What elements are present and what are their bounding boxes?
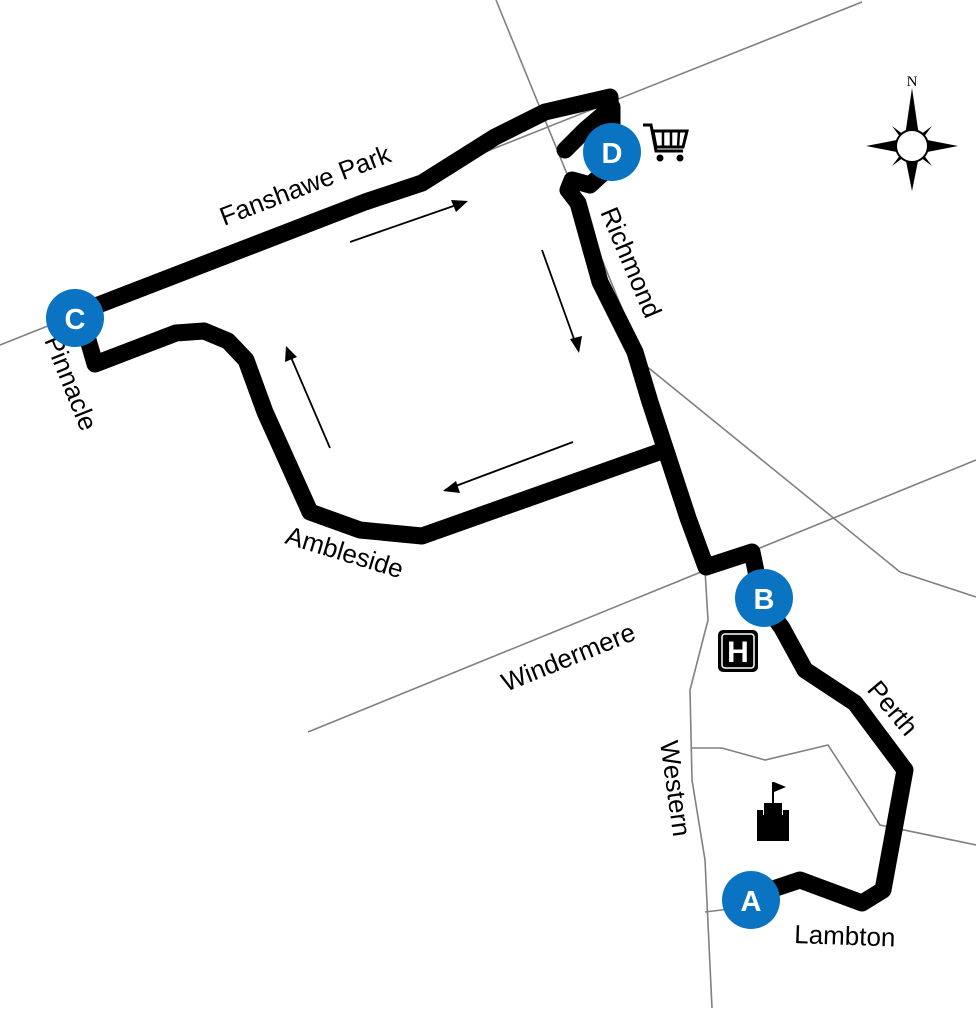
stop-b-circle [735,569,793,627]
castle-flag-icon [757,782,789,841]
stop-c[interactable]: C [46,289,104,347]
stop-a-circle [722,871,780,929]
stop-b-label: B [754,584,775,616]
compass-north-label: N [907,74,918,90]
road-campus [692,744,976,846]
stop-d-label: D [602,138,623,170]
compass-rose-icon: N [866,74,958,191]
stop-c-label: C [65,304,86,336]
arrow-east [349,201,466,243]
hospital-icon-inner [721,633,755,669]
road-diagonal-east-end [899,571,976,598]
bus-route-d-loop [556,98,621,159]
hospital-icon: H [718,630,758,672]
bus-route [71,88,914,912]
street-label-lambton: Lambton [794,919,896,953]
stop-a-label: A [741,886,762,918]
street-label-windermere: Windermere [497,617,640,698]
hospital-icon-letter: H [727,636,749,669]
road-western [689,569,713,1009]
arrow-north [286,347,331,449]
direction-arrows [285,200,582,493]
arrow-south-head [570,336,582,353]
stop-a[interactable]: A [722,871,780,929]
arrow-west-head [443,481,460,493]
arrow-south [541,249,579,351]
arrow-east-head [451,200,468,212]
shopping-cart-icon [643,123,689,162]
road-diagonal-east [644,364,901,573]
stop-d[interactable]: D [583,123,641,181]
arrow-west [444,441,574,491]
hospital-icon-box [718,630,758,672]
arrow-north-head [285,346,297,362]
stop-c-circle [46,289,104,347]
road-windermere [307,459,976,733]
stop-b[interactable]: B [735,569,793,627]
stop-d-circle [583,123,641,181]
